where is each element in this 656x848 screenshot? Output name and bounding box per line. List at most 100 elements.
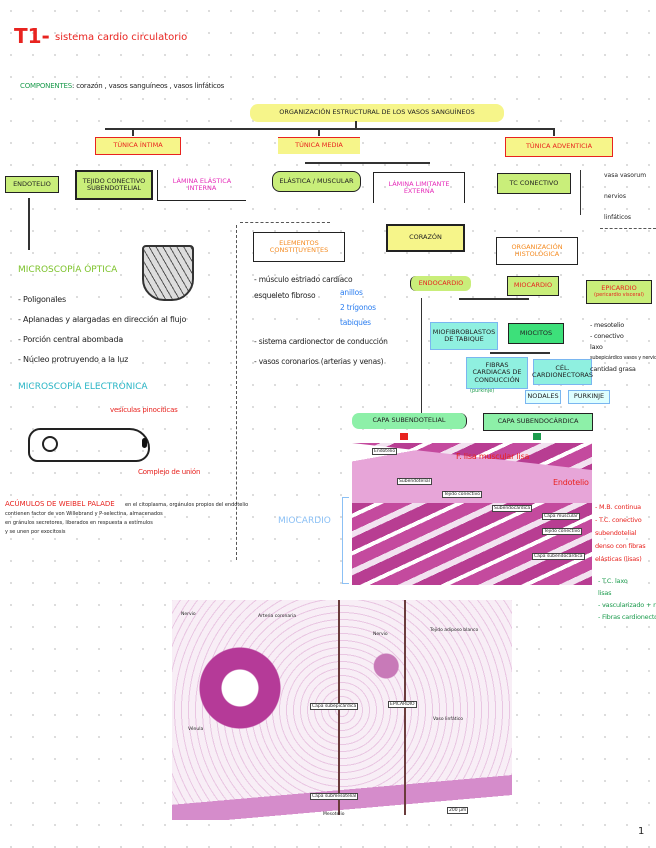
corazon-box: CORAZÓN (386, 224, 465, 252)
epi-small: subepicárdico vasos y nervios (590, 355, 656, 361)
miofibroblastos: MIOFIBROBLASTOS DE TABIQUE (430, 322, 498, 350)
skeleton-item: tabiques (340, 318, 371, 327)
nodales: NODALES (525, 390, 561, 404)
miocardio: MIOCARDIO (507, 276, 559, 296)
note: denso con fibras (595, 542, 646, 550)
endothelial-cell-drawing (28, 428, 150, 462)
elementos-constituyentes: ELEMENTOS CONSTITUYENTES (253, 232, 345, 262)
micro-label: Subendocárdica (492, 505, 533, 512)
epi-item: cantidad grasa (590, 365, 636, 373)
micro-label: EPICARDIO (388, 701, 417, 708)
electron-title: MICROSCOPÍA ELECTRÓNICA (18, 382, 148, 392)
vesicles-label: vesículas pinocíticas (110, 406, 178, 414)
optic-title: MICROSCOPÍA ÓPTICA (18, 265, 118, 275)
tc-subendotelial: TEJIDO CONECTIVO SUBENDOTELIAL (75, 170, 153, 200)
heart-items: - músculo estriado cardíaco esqueleto fi… (254, 272, 388, 370)
epicardio-label: EPICARDIO (601, 284, 637, 293)
green-notes: - T.C. laxo lisas - vascularizado + nerv… (598, 575, 656, 623)
page-number: 1 (638, 826, 645, 837)
epi-item: - conectivo (590, 332, 624, 340)
micro-label: Vénula (188, 727, 204, 732)
epicardio-items: - mesotelio - conectivo laxo subepicárdi… (590, 320, 656, 375)
weibel-line: y se unen por exocitosis (5, 529, 66, 535)
heart-item: - músculo estriado cardíaco (254, 275, 353, 284)
green-marker (533, 433, 541, 440)
optic-list: - Poligonales - Aplanadas y alargadas en… (18, 290, 186, 370)
capa-subendocardica: CAPA SUBENDOCÁRDICA (483, 413, 593, 431)
tree-line (105, 128, 555, 130)
note: - T.C. conectivo (595, 516, 642, 524)
vessels-root: ORGANIZACIÓN ESTRUCTURAL DE LOS VASOS SA… (250, 104, 504, 122)
fibras-sub: (purkinje) (470, 388, 495, 394)
epicardium-micrograph: Nervio Arteria coronaria Nervio Tejido a… (172, 600, 512, 820)
micro-label: Mesotelio (323, 812, 345, 817)
micro-label: Capa subepicárdica (310, 703, 359, 710)
epi-item: laxo (590, 343, 603, 351)
fibras-conduccion: FIBRAS CARDIACAS DE CONDUCCIÓN (466, 357, 528, 389)
lamina-limitante-externa: LÁMINA LIMITANTE EXTERNA (373, 172, 465, 203)
tc-conectivo: TC CONECTIVO (497, 173, 571, 194)
heart-item: - sistema cardionector de conducción (254, 337, 388, 346)
fibra-muscular-label: F. lisa muscular lisa (456, 452, 530, 461)
endocardium-micrograph: Endotelio Subendotelial Tejido conectivo… (352, 443, 592, 585)
note: - T.C. laxo (598, 577, 628, 585)
lamina-elastica-interna: LÁMINA ELÁSTICA INTERNA (157, 170, 246, 201)
note: subendotelial (595, 529, 637, 537)
micro-label: Nervio (181, 612, 196, 617)
components-label: COMPONENTES (20, 82, 73, 90)
note: - Fibras cardionectoras (598, 613, 656, 621)
optic-item: - Poligonales (18, 295, 66, 304)
micro-label: Tejido conectivo (442, 491, 483, 498)
purkinje: PURKINJE (568, 390, 610, 404)
elastica-muscular: ELÁSTICA / MUSCULAR (272, 171, 361, 192)
micro-label: Nervio (373, 632, 388, 637)
components-text: : corazón , vasos sanguíneos , vasos lin… (72, 82, 225, 90)
micro-label: Subendotelial (397, 478, 432, 485)
capa-subendotelial: CAPA SUBENDOTELIAL (352, 413, 467, 429)
title-text: sistema cardio circulatorio (55, 32, 188, 43)
note: - vascularizado + nervios (598, 601, 656, 609)
tunica-adventicia: TÚNICA ADVENTICIA (505, 137, 613, 157)
note: lisas (598, 589, 612, 597)
optic-item: - Núcleo protruyendo a la luz (18, 355, 129, 364)
micro-label: Capa subendocárdica (532, 553, 585, 560)
tunica-media: TÚNICA MEDIA (278, 137, 360, 154)
down-arrow (28, 198, 30, 250)
heart-item: - vasos coronarios (arterias y venas) (254, 357, 384, 366)
components: COMPONENTES: corazón , vasos sanguíneos … (20, 82, 224, 90)
micro-label: Tejido conectivo (542, 528, 583, 535)
optic-item: - Aplanadas y alargadas en dirección al … (18, 315, 187, 324)
adventicia-items: vasa vasorum nervios linfáticos (604, 165, 646, 228)
weibel-line: contienen factor de von Willebrand y P-s… (5, 511, 163, 517)
micro-label: Capa submesotelial (310, 793, 359, 800)
weibel-title: ACÚMULOS DE WEIBEL PALADE (5, 500, 115, 508)
junction-label: Complejo de unión (138, 468, 201, 476)
nervios: nervios (604, 193, 626, 200)
red-notes: - M.B. continua - T.C. conectivo subendo… (595, 501, 646, 566)
note: - M.B. continua (595, 503, 641, 511)
polygonal-cells-image (142, 245, 194, 301)
red-marker (400, 433, 408, 440)
micro-label: Arteria coronaria (258, 614, 296, 619)
note: elásticas (lisas) (595, 555, 642, 563)
miocardio-side-label: MIOCARDIO (278, 516, 331, 526)
heart-item: esqueleto fibroso (254, 291, 316, 300)
linfaticos: linfáticos (604, 214, 632, 221)
scale-bar: 200 µm (447, 807, 469, 814)
endocardio: ENDOCARDIO (410, 276, 471, 291)
endotelio: ENDOTELIO (5, 176, 59, 193)
micro-label: Vaso linfático (433, 717, 463, 722)
miocardio-bracket (342, 497, 349, 584)
endotelio-label: Endotelio (553, 478, 589, 487)
skeleton-item: anillos (340, 288, 363, 297)
epi-item: - mesotelio (590, 321, 625, 329)
skeleton-item: 2 trígonos (340, 303, 376, 312)
cel-cardionectoras: CÉL. CARDIONECTORAS (532, 359, 593, 385)
optic-item: - Porción central abombada (18, 335, 124, 344)
micro-label: Capa muscular (542, 513, 580, 520)
epicardio: EPICARDIO(pericardio visceral) (586, 280, 652, 304)
vasa-vasorum: vasa vasorum (604, 172, 647, 179)
title-number: T1- (14, 24, 50, 48)
weibel-line: en gránulos secretores, liberados en res… (5, 520, 153, 526)
